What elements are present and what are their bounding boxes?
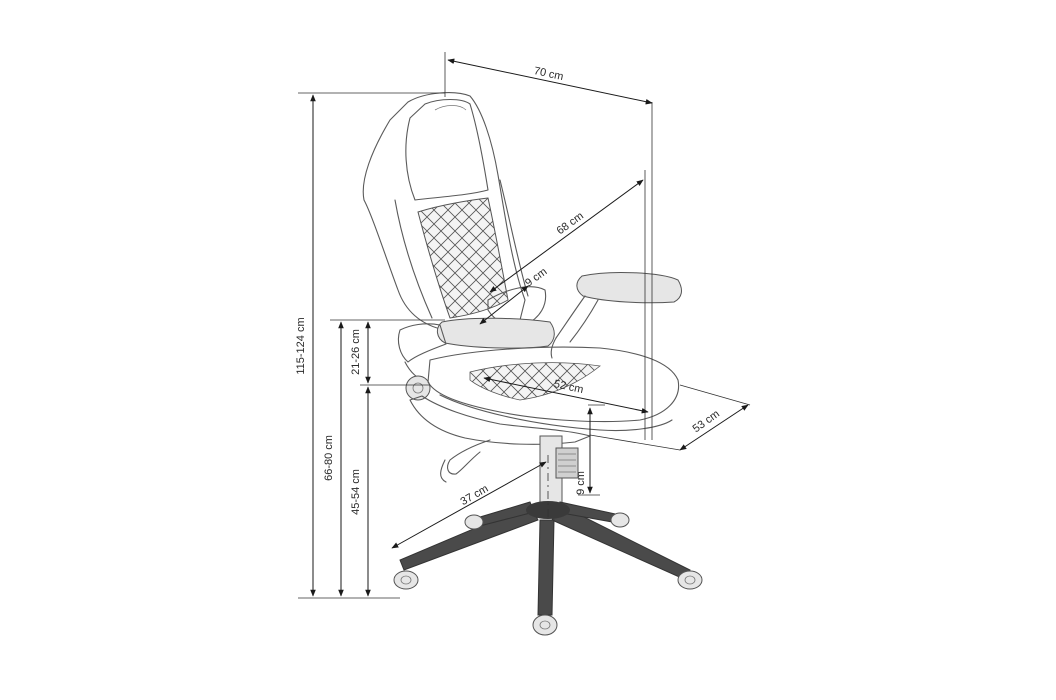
- dim-depth-total-line: [679, 404, 749, 451]
- quilted-back-panel: [417, 197, 509, 319]
- label-seat-height: 45-54 cm: [350, 469, 362, 515]
- dim-base-radius-line: [391, 461, 547, 549]
- dim-lumbar-line: [479, 285, 529, 325]
- tilt-lever: [447, 439, 491, 475]
- right-armrest: [576, 272, 682, 304]
- headrest-wing: [405, 98, 489, 201]
- dim-width-total-line: [447, 58, 653, 105]
- label-height-total: 115-124 cm: [295, 317, 307, 374]
- left-armrest: [437, 317, 555, 349]
- label-width-total: 70 cm: [533, 65, 565, 83]
- dim-seat-depth-line: [483, 376, 649, 414]
- dim-backrest-height-line: [489, 179, 644, 293]
- armrest-pivot: [405, 375, 431, 401]
- gas-lift-cover: [555, 447, 579, 479]
- label-base-radius: 37 cm: [459, 483, 491, 508]
- label-lumbar-offset: 9 cm: [523, 266, 549, 290]
- label-gas-lift-travel: 9 cm: [575, 471, 587, 495]
- label-depth-total: 53 cm: [691, 408, 722, 435]
- label-armrest-height: 66-80 cm: [323, 435, 335, 481]
- chair-illustration: [362, 92, 703, 636]
- five-star-base: [399, 501, 691, 616]
- dimension-lines: [310, 58, 749, 597]
- label-armrest-above-seat: 21-26 cm: [350, 329, 362, 375]
